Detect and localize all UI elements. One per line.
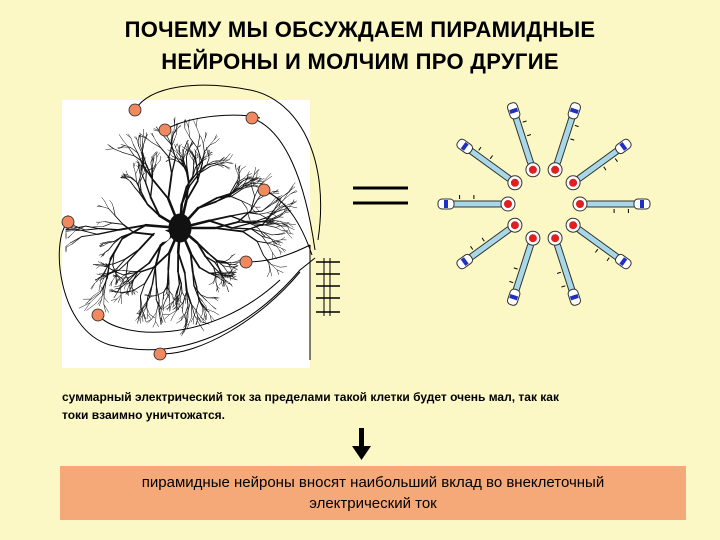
current-tick (574, 124, 579, 128)
current-tick (561, 285, 566, 288)
current-tick (470, 246, 474, 250)
caption-text: суммарный электрический ток за пределами… (62, 388, 682, 424)
conclusion-line-2: электрический ток (309, 495, 437, 512)
negative-charge-core (444, 200, 448, 208)
dendrite-tube (467, 227, 511, 261)
electrode-dots (61, 103, 271, 361)
electrode-dot (153, 347, 167, 361)
positive-charge-core (551, 165, 560, 174)
caption-line-2: токи взаимно уничтожатся. (62, 408, 226, 422)
current-tick (603, 166, 607, 171)
current-tick (606, 257, 610, 262)
down-arrow-icon (352, 428, 371, 460)
current-tick (556, 271, 562, 274)
electrode-wires (58, 84, 322, 360)
conclusion-box: пирамидные нейроны вносят наибольший вкл… (60, 466, 686, 520)
electrode-dot (257, 183, 271, 197)
current-tick (478, 146, 482, 151)
negative-charge-core (460, 257, 469, 267)
current-tick (614, 158, 618, 162)
current-tick (509, 280, 514, 284)
electrode-dot (91, 308, 105, 322)
positive-charge-core (569, 221, 578, 230)
dendrite-tube (513, 114, 533, 165)
electrode-dot (245, 111, 259, 125)
title-line-2: НЕЙРОНЫ И МОЛЧИМ ПРО ДРУГИЕ (161, 49, 559, 74)
ground-lines-symbol (316, 258, 340, 316)
current-tick (522, 120, 527, 123)
positive-charge-core (569, 178, 578, 187)
slide-title: ПОЧЕМУ МЫ ОБСУЖДАЕМ ПИРАМИДНЫЕ НЕЙРОНЫ И… (40, 14, 680, 78)
negative-charge-core (460, 141, 469, 151)
current-tick (481, 237, 485, 242)
current-tick (594, 248, 599, 253)
title-line-1: ПОЧЕМУ МЫ ОБСУЖДАЕМ ПИРАМИДНЫЕ (124, 17, 596, 42)
dendrite-tube (577, 147, 621, 181)
negative-charge-core (619, 141, 628, 151)
conclusion-line-1: пирамидные нейроны вносят наибольший вкл… (141, 474, 605, 491)
positive-charge-core (510, 221, 519, 230)
positive-charge-core (528, 234, 537, 243)
positive-charge-core (510, 178, 519, 187)
positive-charge-core (528, 165, 537, 174)
electrode-dot (239, 255, 253, 269)
dendrite-tube (555, 114, 575, 165)
radial-dipole-diagram (437, 102, 651, 306)
current-tick (526, 134, 532, 137)
dendrite-tube (577, 227, 621, 261)
current-tick (489, 155, 494, 160)
positive-charge-core (551, 234, 560, 243)
caption-line-1: суммарный электрический ток за пределами… (62, 390, 559, 404)
negative-charge-core (509, 107, 519, 114)
negative-charge-core (640, 200, 644, 208)
negative-charge-core (509, 294, 519, 301)
electrode-dot (158, 123, 172, 137)
positive-charge-core (504, 200, 512, 208)
dendrite-tube (555, 243, 575, 294)
dendrite-tube (467, 147, 511, 181)
negative-charge-core (569, 294, 579, 301)
negative-charge-core (569, 107, 579, 114)
current-tick (570, 138, 575, 141)
electrode-dot (128, 103, 142, 117)
stellate-neuron-drawing (65, 117, 298, 337)
current-tick (513, 267, 518, 270)
equals-sign-icon (353, 186, 408, 205)
electrode-dot (61, 215, 75, 229)
positive-charge-core (576, 200, 584, 208)
dendrite-tube (513, 243, 533, 294)
negative-charge-core (619, 257, 628, 267)
